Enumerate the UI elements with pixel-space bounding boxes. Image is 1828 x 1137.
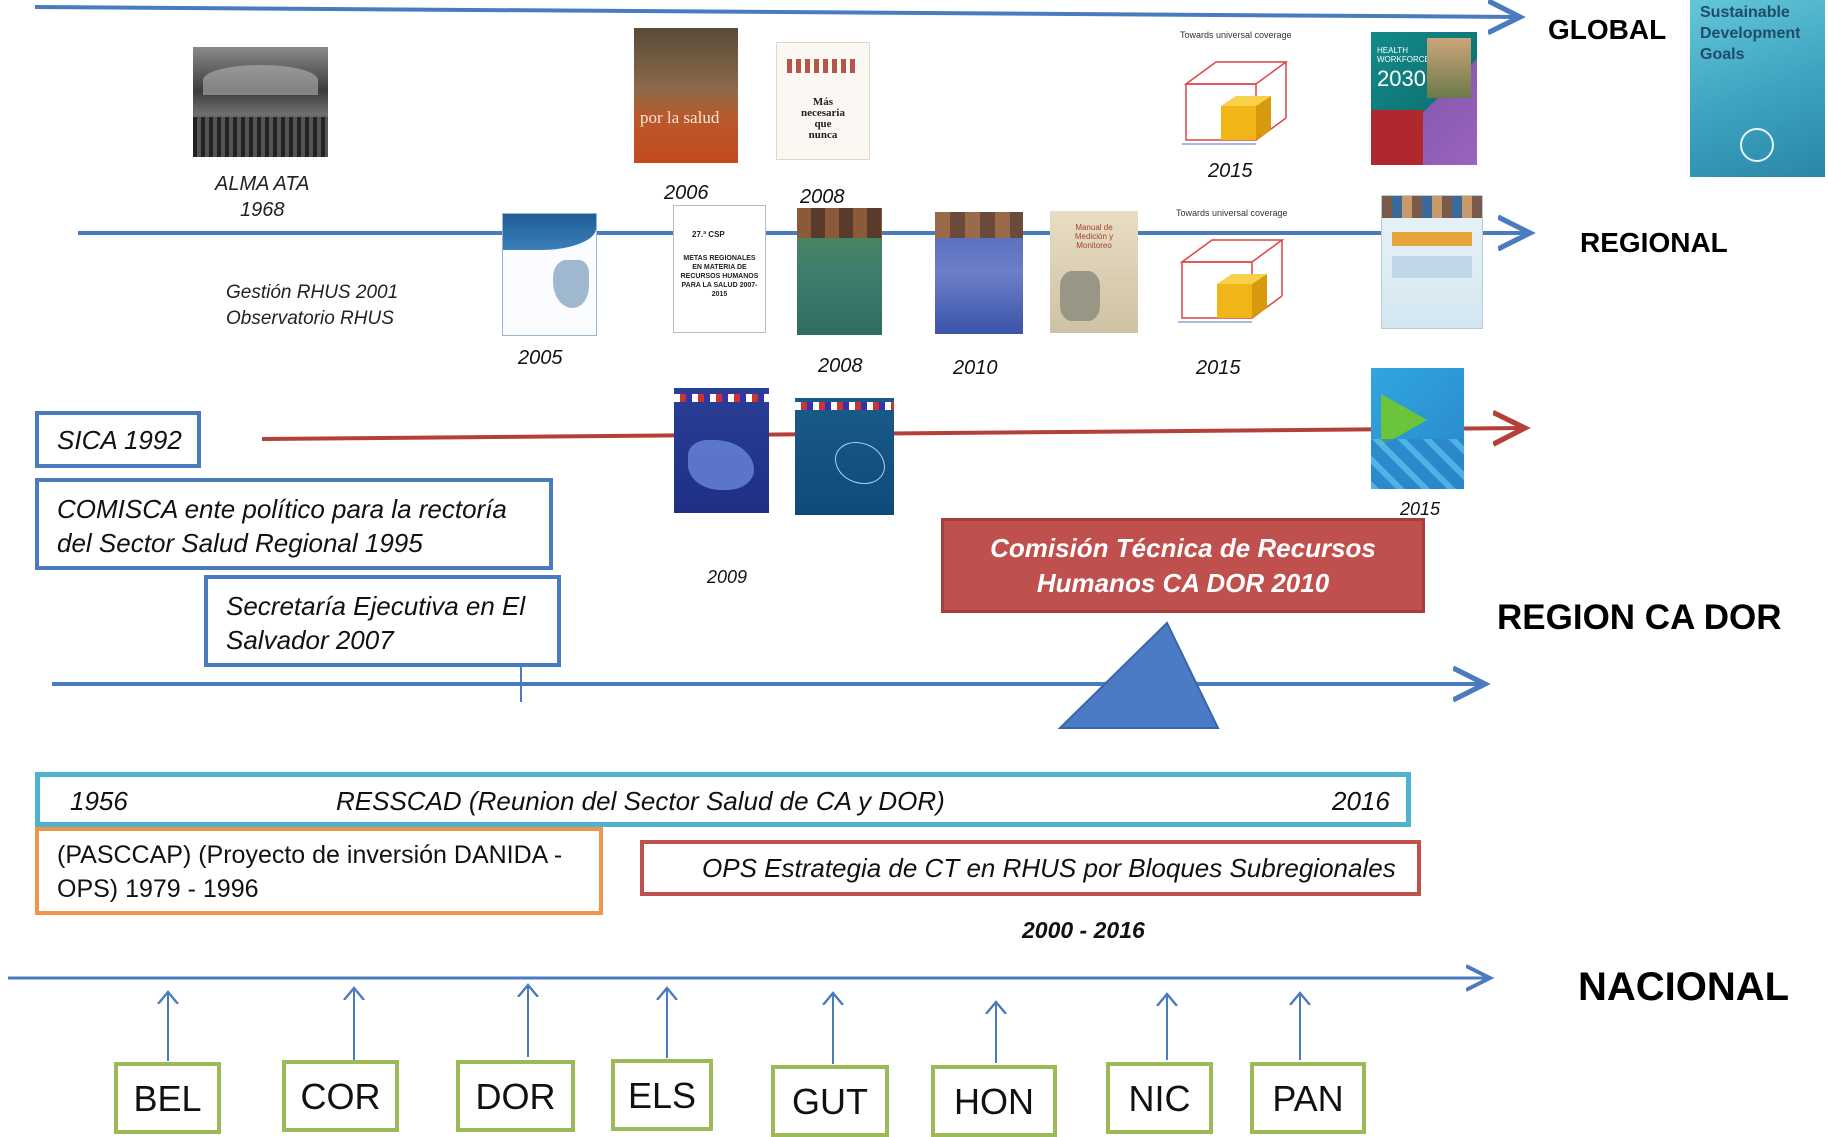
alma-ata-label: ALMA ATA: [215, 173, 310, 195]
subregional-year-2009: 2009: [707, 567, 748, 587]
sdg-title-2: Development: [1700, 25, 1801, 42]
doc-2008-regional-cover: [797, 208, 882, 335]
country-hon: HON: [931, 1065, 1057, 1137]
uhc-regional-cube: [1178, 239, 1285, 323]
uhc-global-cube: [1182, 61, 1289, 145]
resscad-label: RESSCAD (Reunion del Sector Salud de CA …: [336, 786, 945, 816]
subregional-year-2015: 2015: [1400, 499, 1441, 519]
csp-metas-cover: 27.ª CSP METAS REGIONALES EN MATERIA DE …: [673, 205, 766, 333]
manual-title: Manual de Medición y Monitoreo: [1074, 223, 1114, 250]
un-emblem-icon: [1740, 128, 1774, 162]
secretaria-line2: Salvador 2007: [226, 625, 394, 655]
doc-2008-title-1: Más: [812, 96, 834, 108]
alma-ata-photo: [193, 47, 328, 157]
country-gut: GUT: [771, 1065, 889, 1137]
doc-2006-year: 2006: [664, 182, 709, 204]
country-nic: NIC: [1106, 1062, 1213, 1134]
level-label-nacional: NACIONAL: [1578, 965, 1790, 1009]
doc-2005-cover: [502, 213, 597, 336]
comision-tecnica-box: Comisión Técnica de Recursos Humanos CA …: [941, 518, 1425, 613]
country-pan: PAN: [1250, 1062, 1366, 1134]
resscad-start: 1956: [70, 786, 128, 816]
level-label-region-ca-dor: REGION CA DOR: [1497, 598, 1782, 637]
comisca-line1: COMISCA ente político para la rectoría: [57, 494, 507, 524]
plan-salud-cover: [795, 398, 894, 515]
ops-strategy-label: OPS Estrategia de CT en RHUS por Bloques…: [702, 853, 1396, 883]
hw2030-title: HEALTH WORKFORCE: [1377, 46, 1430, 64]
level-label-regional: REGIONAL: [1580, 227, 1728, 258]
doc-2008-title-4: nunca: [808, 129, 838, 141]
level-label-global: GLOBAL: [1548, 14, 1667, 45]
sdg-title-3: Goals: [1700, 46, 1745, 63]
regional-year-2010: 2010: [953, 357, 998, 379]
pasccap-box: (PASCCAP) (Proyecto de inversión DANIDA …: [35, 827, 603, 915]
csp-title: METAS REGIONALES EN MATERIA DE RECURSOS …: [680, 255, 759, 298]
resscad-box: 1956 RESSCAD (Reunion del Sector Salud d…: [35, 772, 1411, 827]
comision-line1: Comisión Técnica de Recursos: [990, 533, 1376, 563]
sdg-title-1: Sustainable: [1700, 4, 1790, 21]
country-cor: COR: [282, 1060, 399, 1132]
country-bel: BEL: [114, 1062, 221, 1134]
uhc-regional-title: Towards universal coverage: [1176, 208, 1288, 218]
doc-2008-title-2: necesaria: [801, 107, 845, 119]
uhc-global-year: 2015: [1208, 160, 1253, 182]
doc-2008-title-3: que: [814, 118, 832, 130]
uhc-global-figure: Towards universal coverage: [1176, 30, 1304, 148]
resscad-end: 2016: [1332, 786, 1390, 816]
uhc-regional-figure: Towards universal coverage: [1172, 208, 1300, 326]
gestion-rhus-line1: Gestión RHUS 2001: [226, 282, 399, 303]
doc-2010-cover: [935, 212, 1023, 334]
health-workforce-2030-cover: HEALTH WORKFORCE 2030: [1371, 32, 1477, 165]
comisca-line2: del Sector Salud Regional 1995: [57, 528, 423, 558]
agenda-salud-2009-cover: [674, 388, 769, 513]
sica-box: SICA 1992: [35, 411, 201, 468]
secretaria-box: Secretaría Ejecutiva en El Salvador 2007: [204, 575, 561, 667]
manual-medicion-cover: Manual de Medición y Monitoreo: [1050, 211, 1138, 333]
csp-header: 27.ª CSP: [692, 230, 725, 239]
equipos-salud-cover: [1381, 195, 1483, 329]
country-dor: DOR: [456, 1060, 575, 1132]
politica-regional-2015-cover: [1371, 368, 1464, 489]
pasccap-line1: (PASCCAP) (Proyecto de inversión DANIDA …: [57, 841, 563, 869]
global-timeline: [34, 7, 1520, 17]
uhc-global-title: Towards universal coverage: [1180, 30, 1292, 40]
triangle-shape: [1057, 621, 1220, 729]
doc-2006-title: por la salud: [640, 108, 720, 127]
comision-line2: Humanos CA DOR 2010: [1036, 568, 1330, 598]
doc-2008-global-cover: Más necesaria que nunca: [776, 42, 870, 160]
regional-year-2015: 2015: [1196, 357, 1241, 379]
doc-2008-global-year: 2008: [800, 186, 845, 208]
regional-year-2005: 2005: [518, 347, 563, 369]
doc-2006-cover: por la salud: [634, 28, 738, 163]
sdg-cover: Sustainable Development Goals: [1690, 0, 1825, 177]
country-els: ELS: [611, 1059, 713, 1131]
ops-years: 2000 - 2016: [1022, 917, 1145, 943]
hw2030-year: 2030: [1377, 66, 1426, 91]
sica-label: SICA 1992: [57, 425, 182, 455]
secretaria-line1: Secretaría Ejecutiva en El: [226, 591, 526, 621]
pasccap-line2: OPS) 1979 - 1996: [57, 875, 259, 903]
alma-ata-year: 1968: [240, 199, 285, 221]
ops-strategy-box: OPS Estrategia de CT en RHUS por Bloques…: [640, 840, 1421, 896]
regional-year-2008: 2008: [818, 355, 863, 377]
comisca-box: COMISCA ente político para la rectoría d…: [35, 478, 553, 570]
gestion-rhus-line2: Observatorio RHUS: [226, 308, 394, 329]
